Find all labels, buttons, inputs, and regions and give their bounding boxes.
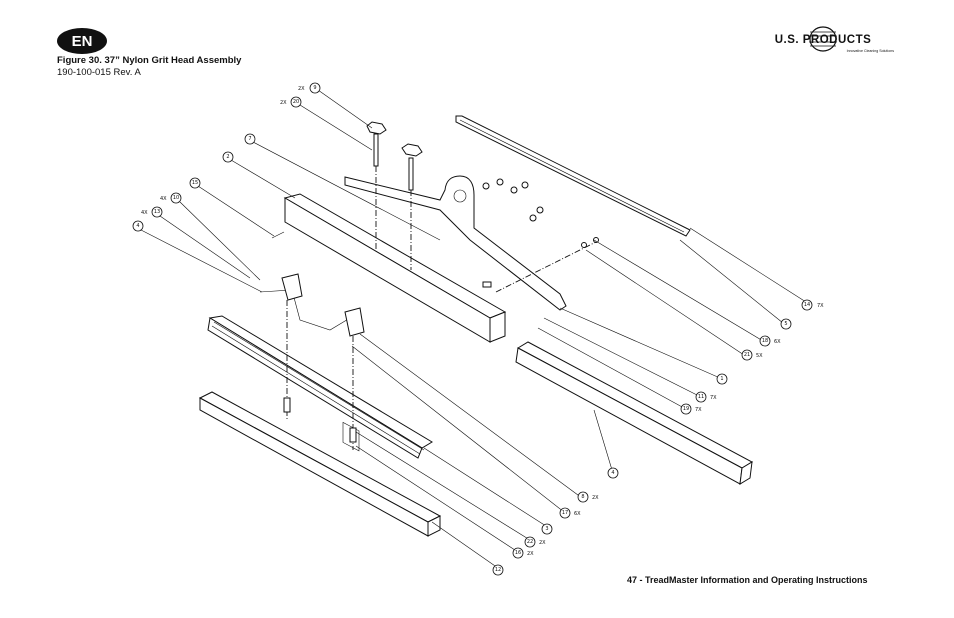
callout-8-qty: 2X <box>592 495 599 501</box>
linkage-arm <box>259 231 365 337</box>
svg-text:8: 8 <box>581 494 584 500</box>
svg-text:14: 14 <box>804 302 810 308</box>
svg-text:17: 17 <box>562 510 568 516</box>
svg-text:16: 16 <box>515 550 521 556</box>
callout-16: 16 <box>512 547 524 559</box>
callout-3: 3 <box>541 523 553 535</box>
svg-text:4: 4 <box>136 223 139 229</box>
callout-15: 15 <box>189 177 201 189</box>
callout-12: 12 <box>492 564 504 576</box>
callout-2: 2 <box>222 151 234 163</box>
us-products-logo: U.S. PRODUCTS Innovative Cleaning Soluti… <box>775 26 895 53</box>
svg-text:5: 5 <box>784 321 787 327</box>
logo-tagline: Innovative Cleaning Solutions <box>847 49 895 53</box>
callout-8: 8 <box>577 491 589 503</box>
left-wear-bar <box>198 391 442 537</box>
figure-title: Figure 30. 37” Nylon Grit Head Assembly <box>57 55 242 66</box>
callout-20: 20 <box>290 96 302 108</box>
svg-text:15: 15 <box>192 180 198 186</box>
nylon-grit-brush <box>207 315 433 459</box>
bottom-bolts <box>283 397 357 443</box>
callout-11: 11 <box>695 391 707 403</box>
rear-rail <box>455 115 691 237</box>
callout-14-qty: 7X <box>817 303 824 309</box>
callout-11-qty: 7X <box>710 395 717 401</box>
mounting-frame <box>344 175 567 311</box>
callout-14: 14 <box>801 299 813 311</box>
language-badge: EN <box>57 28 107 54</box>
svg-text:20: 20 <box>293 99 299 105</box>
callout-13: 13 <box>151 206 163 218</box>
callout-19: 19 <box>680 403 692 415</box>
callout-7: 7 <box>244 133 256 145</box>
svg-text:22: 22 <box>527 539 533 545</box>
logo-brand: U.S. PRODUCTS <box>775 34 872 46</box>
main-channel-beam <box>283 193 507 452</box>
callout-20-qty: 2X <box>280 100 287 106</box>
callout-balloons: 9 2X 20 2X 7 2 15 10 4X 13 4X 4 14 7X 5 … <box>132 82 824 576</box>
callout-18: 18 <box>759 335 771 347</box>
callout-21: 21 <box>741 349 753 361</box>
svg-text:13: 13 <box>154 209 160 215</box>
callout-17: 17 <box>559 507 571 519</box>
svg-text:18: 18 <box>762 338 768 344</box>
callout-13-qty: 4X <box>141 210 148 216</box>
leader-lines <box>140 89 807 569</box>
right-wear-bar <box>515 341 754 485</box>
callout-22: 22 <box>524 536 536 548</box>
svg-text:10: 10 <box>173 195 179 201</box>
callout-4-right: 4 <box>607 467 619 479</box>
callout-1: 1 <box>716 373 728 385</box>
callout-17-qty: 6X <box>574 511 581 517</box>
callout-9-qty: 2X <box>298 86 305 92</box>
svg-text:3: 3 <box>545 526 548 532</box>
figure-part-number: 190-100-015 Rev. A <box>57 67 141 78</box>
svg-text:7: 7 <box>248 136 251 142</box>
globe-icon <box>809 26 837 52</box>
svg-text:1: 1 <box>720 376 723 382</box>
hardware-fasteners <box>482 178 599 288</box>
callout-16-qty: 2X <box>527 551 534 557</box>
callout-22-qty: 2X <box>539 540 546 546</box>
adjustment-knobs <box>366 121 423 191</box>
callout-19-qty: 7X <box>695 407 702 413</box>
svg-text:4: 4 <box>611 470 614 476</box>
callout-10-qty: 4X <box>160 196 167 202</box>
callout-9: 9 <box>309 82 321 94</box>
callout-18-qty: 6X <box>774 339 781 345</box>
callout-10: 10 <box>170 192 182 204</box>
svg-text:11: 11 <box>698 394 704 400</box>
callout-4-left: 4 <box>132 220 144 232</box>
callout-5: 5 <box>780 318 792 330</box>
svg-text:19: 19 <box>683 406 689 412</box>
page-footer: 47 - TreadMaster Information and Operati… <box>627 575 868 585</box>
svg-text:2: 2 <box>226 154 229 160</box>
callout-21-qty: 5X <box>756 353 763 359</box>
svg-text:21: 21 <box>744 352 750 358</box>
svg-text:9: 9 <box>313 85 316 91</box>
svg-text:12: 12 <box>495 567 501 573</box>
